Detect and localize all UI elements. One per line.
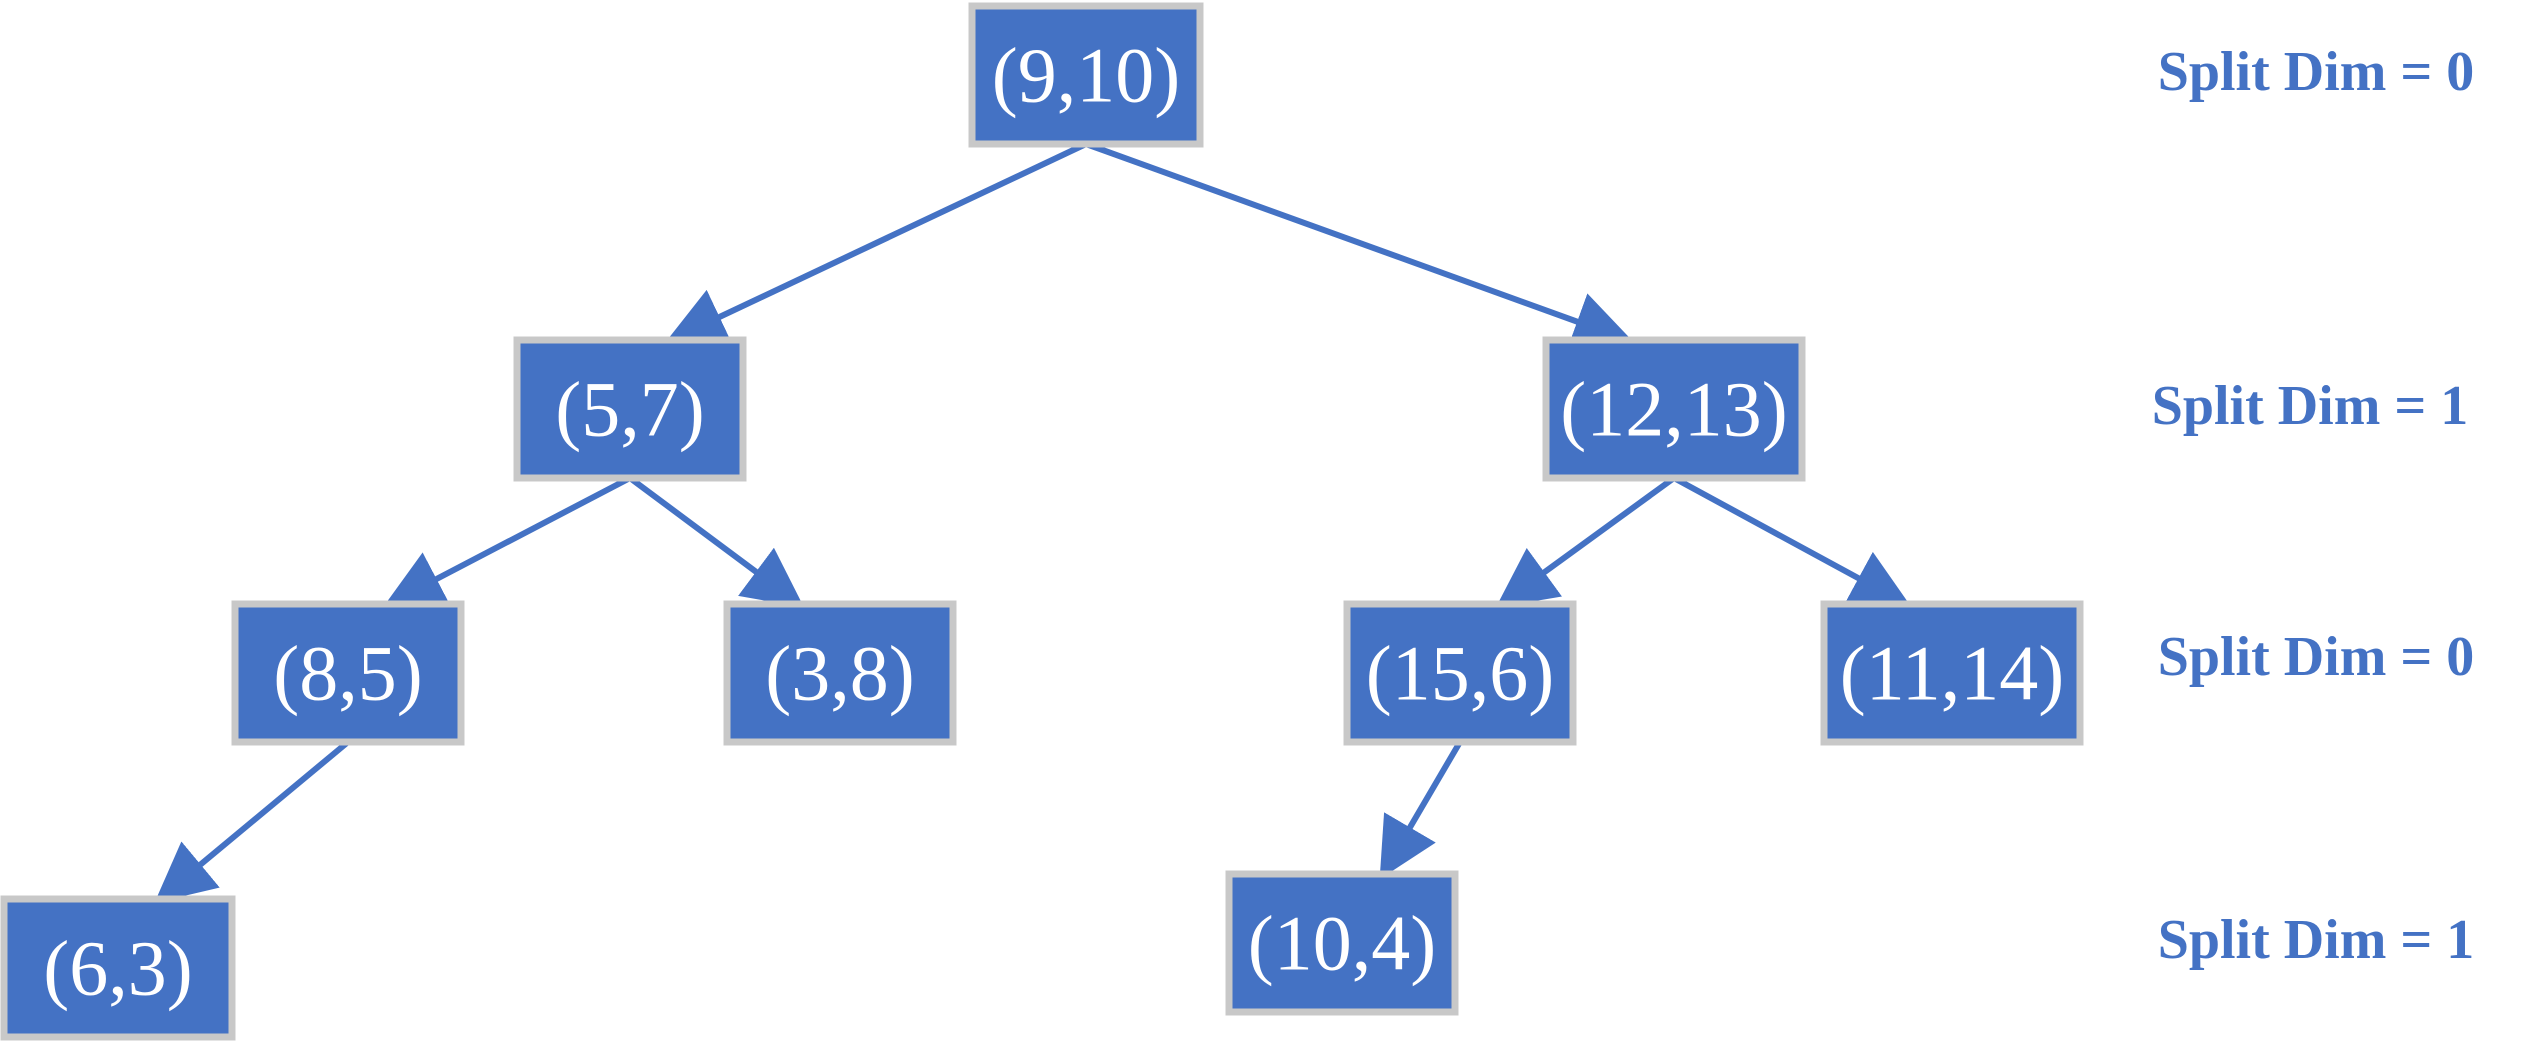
node-label: (11,14) [1840, 630, 2065, 717]
tree-node-n-8-5: (8,5) [231, 600, 465, 746]
edge-n-12-13-to-n-11-14 [1672, 475, 1912, 607]
tree-node-n-5-7: (5,7) [513, 336, 747, 482]
node-label: (5,7) [555, 366, 704, 453]
tree-node-n-11-14: (11,14) [1820, 600, 2084, 746]
tree-node-n-12-13: (12,13) [1542, 336, 1806, 482]
node-label: (6,3) [43, 925, 192, 1012]
node-box [513, 336, 747, 482]
edge-n-9-10-to-n-12-13 [1084, 141, 1634, 350]
nodes-layer: (9,10) (5,7) (12,13) (8,5) (3,8) (15,6) (11,14… [0, 2, 2084, 1041]
edge-n-12-13-to-n-15-6 [1495, 475, 1676, 608]
node-box [1542, 336, 1806, 482]
tree-node-n-15-6: (15,6) [1343, 600, 1577, 746]
node-label: (12,13) [1560, 366, 1787, 453]
edge-n-9-10-to-n-5-7 [665, 141, 1088, 345]
node-label: (3,8) [765, 630, 914, 717]
split-dim-label-level-2: Split Dim = 0 [2158, 626, 2475, 688]
edge-n-5-7-to-n-3-8 [628, 475, 805, 608]
node-box [231, 600, 465, 746]
edge-n-5-7-to-n-8-5 [383, 475, 632, 607]
edge-n-15-6-to-n-10-4 [1379, 740, 1463, 880]
node-box [723, 600, 957, 746]
node-label: (9,10) [992, 32, 1180, 119]
node-label: (10,4) [1248, 900, 1436, 987]
node-label: (15,6) [1366, 630, 1554, 717]
tree-node-n-6-3: (6,3) [0, 895, 236, 1041]
edges-layer [154, 141, 1912, 903]
tree-node-n-10-4: (10,4) [1225, 870, 1459, 1016]
edge-n-8-5-to-n-6-3 [154, 739, 350, 903]
split-dim-label-level-1: Split Dim = 1 [2152, 375, 2469, 437]
levels-layer: Split Dim = 0 Split Dim = 1 Split Dim = 0 S… [2152, 41, 2475, 971]
node-box [1820, 600, 2084, 746]
tree-node-n-3-8: (3,8) [723, 600, 957, 746]
node-box [0, 895, 236, 1041]
node-box [968, 2, 1204, 148]
node-label: (8,5) [273, 630, 422, 717]
split-dim-label-level-0: Split Dim = 0 [2158, 41, 2475, 103]
tree-node-n-9-10: (9,10) [968, 2, 1204, 148]
split-dim-label-level-3: Split Dim = 1 [2158, 909, 2475, 971]
node-box [1225, 870, 1459, 1016]
node-box [1343, 600, 1577, 746]
